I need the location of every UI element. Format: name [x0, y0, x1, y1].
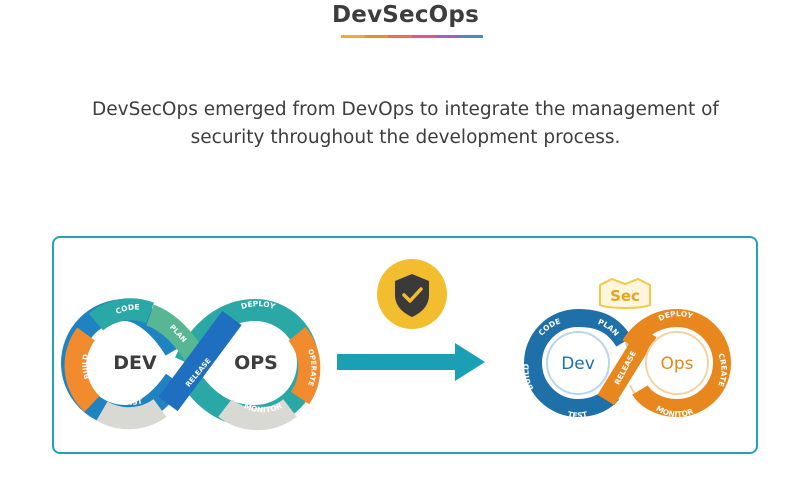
devsecops-segment-create: CREATE: [716, 352, 728, 388]
devops-monitor-segment: [218, 398, 297, 431]
svg-text:CREATE: CREATE: [716, 352, 728, 388]
title-underline: [341, 35, 484, 38]
devops-release-segment: [158, 310, 242, 412]
svg-text:DEPLOY: DEPLOY: [240, 299, 277, 311]
devsecops-infinity-loop: Sec CODE PLAN BUILD TEST RELEASE DEPLOY …: [521, 277, 731, 420]
diagram-panel: [52, 236, 758, 454]
devsecops-ops-loop: [622, 308, 731, 418]
svg-text:TEST: TEST: [567, 409, 589, 420]
intro-text: DevSecOps emerged from DevOps to integra…: [92, 99, 719, 148]
devsecops-sec-label: Sec: [610, 287, 640, 305]
devsecops-ops-label: Ops: [660, 354, 693, 374]
svg-text:MONITOR: MONITOR: [243, 401, 284, 414]
devops-dev-label: DEV: [113, 352, 157, 374]
devsecops-release-segment: [597, 326, 657, 406]
devops-code-segment: [88, 298, 155, 331]
devsecops-segment-test: TEST: [567, 409, 589, 420]
devops-build-segment: [64, 327, 100, 412]
devops-operate-segment: [288, 326, 321, 405]
svg-text:OPERATE: OPERATE: [306, 348, 318, 387]
devops-segment-test: TEST: [122, 396, 144, 406]
sec-shield-outline: [599, 277, 651, 309]
devops-infinity-loop: CODE PLAN BUILD TEST RELEASE DEPLOY OPER…: [61, 298, 321, 431]
devsecops-ops-center: [645, 331, 709, 395]
right-arrow-icon: [337, 343, 485, 381]
devops-test-segment: [96, 398, 167, 430]
devops-segment-deploy: DEPLOY: [240, 299, 277, 311]
devops-segment-build: BUILD: [81, 353, 91, 379]
shield-check-icon: [377, 259, 447, 329]
devops-ops-label: OPS: [234, 352, 278, 374]
svg-text:TEST: TEST: [122, 396, 144, 406]
devsecops-dev-center: [546, 331, 610, 395]
devops-segment-monitor: MONITOR: [243, 401, 284, 414]
page-title: DevSecOps: [332, 2, 479, 28]
devsecops-dev-label: Dev: [561, 354, 595, 374]
svg-text:BUILD: BUILD: [81, 353, 91, 379]
devops-segment-operate: OPERATE: [306, 348, 318, 387]
devsecops-dev-loop: [524, 308, 632, 418]
